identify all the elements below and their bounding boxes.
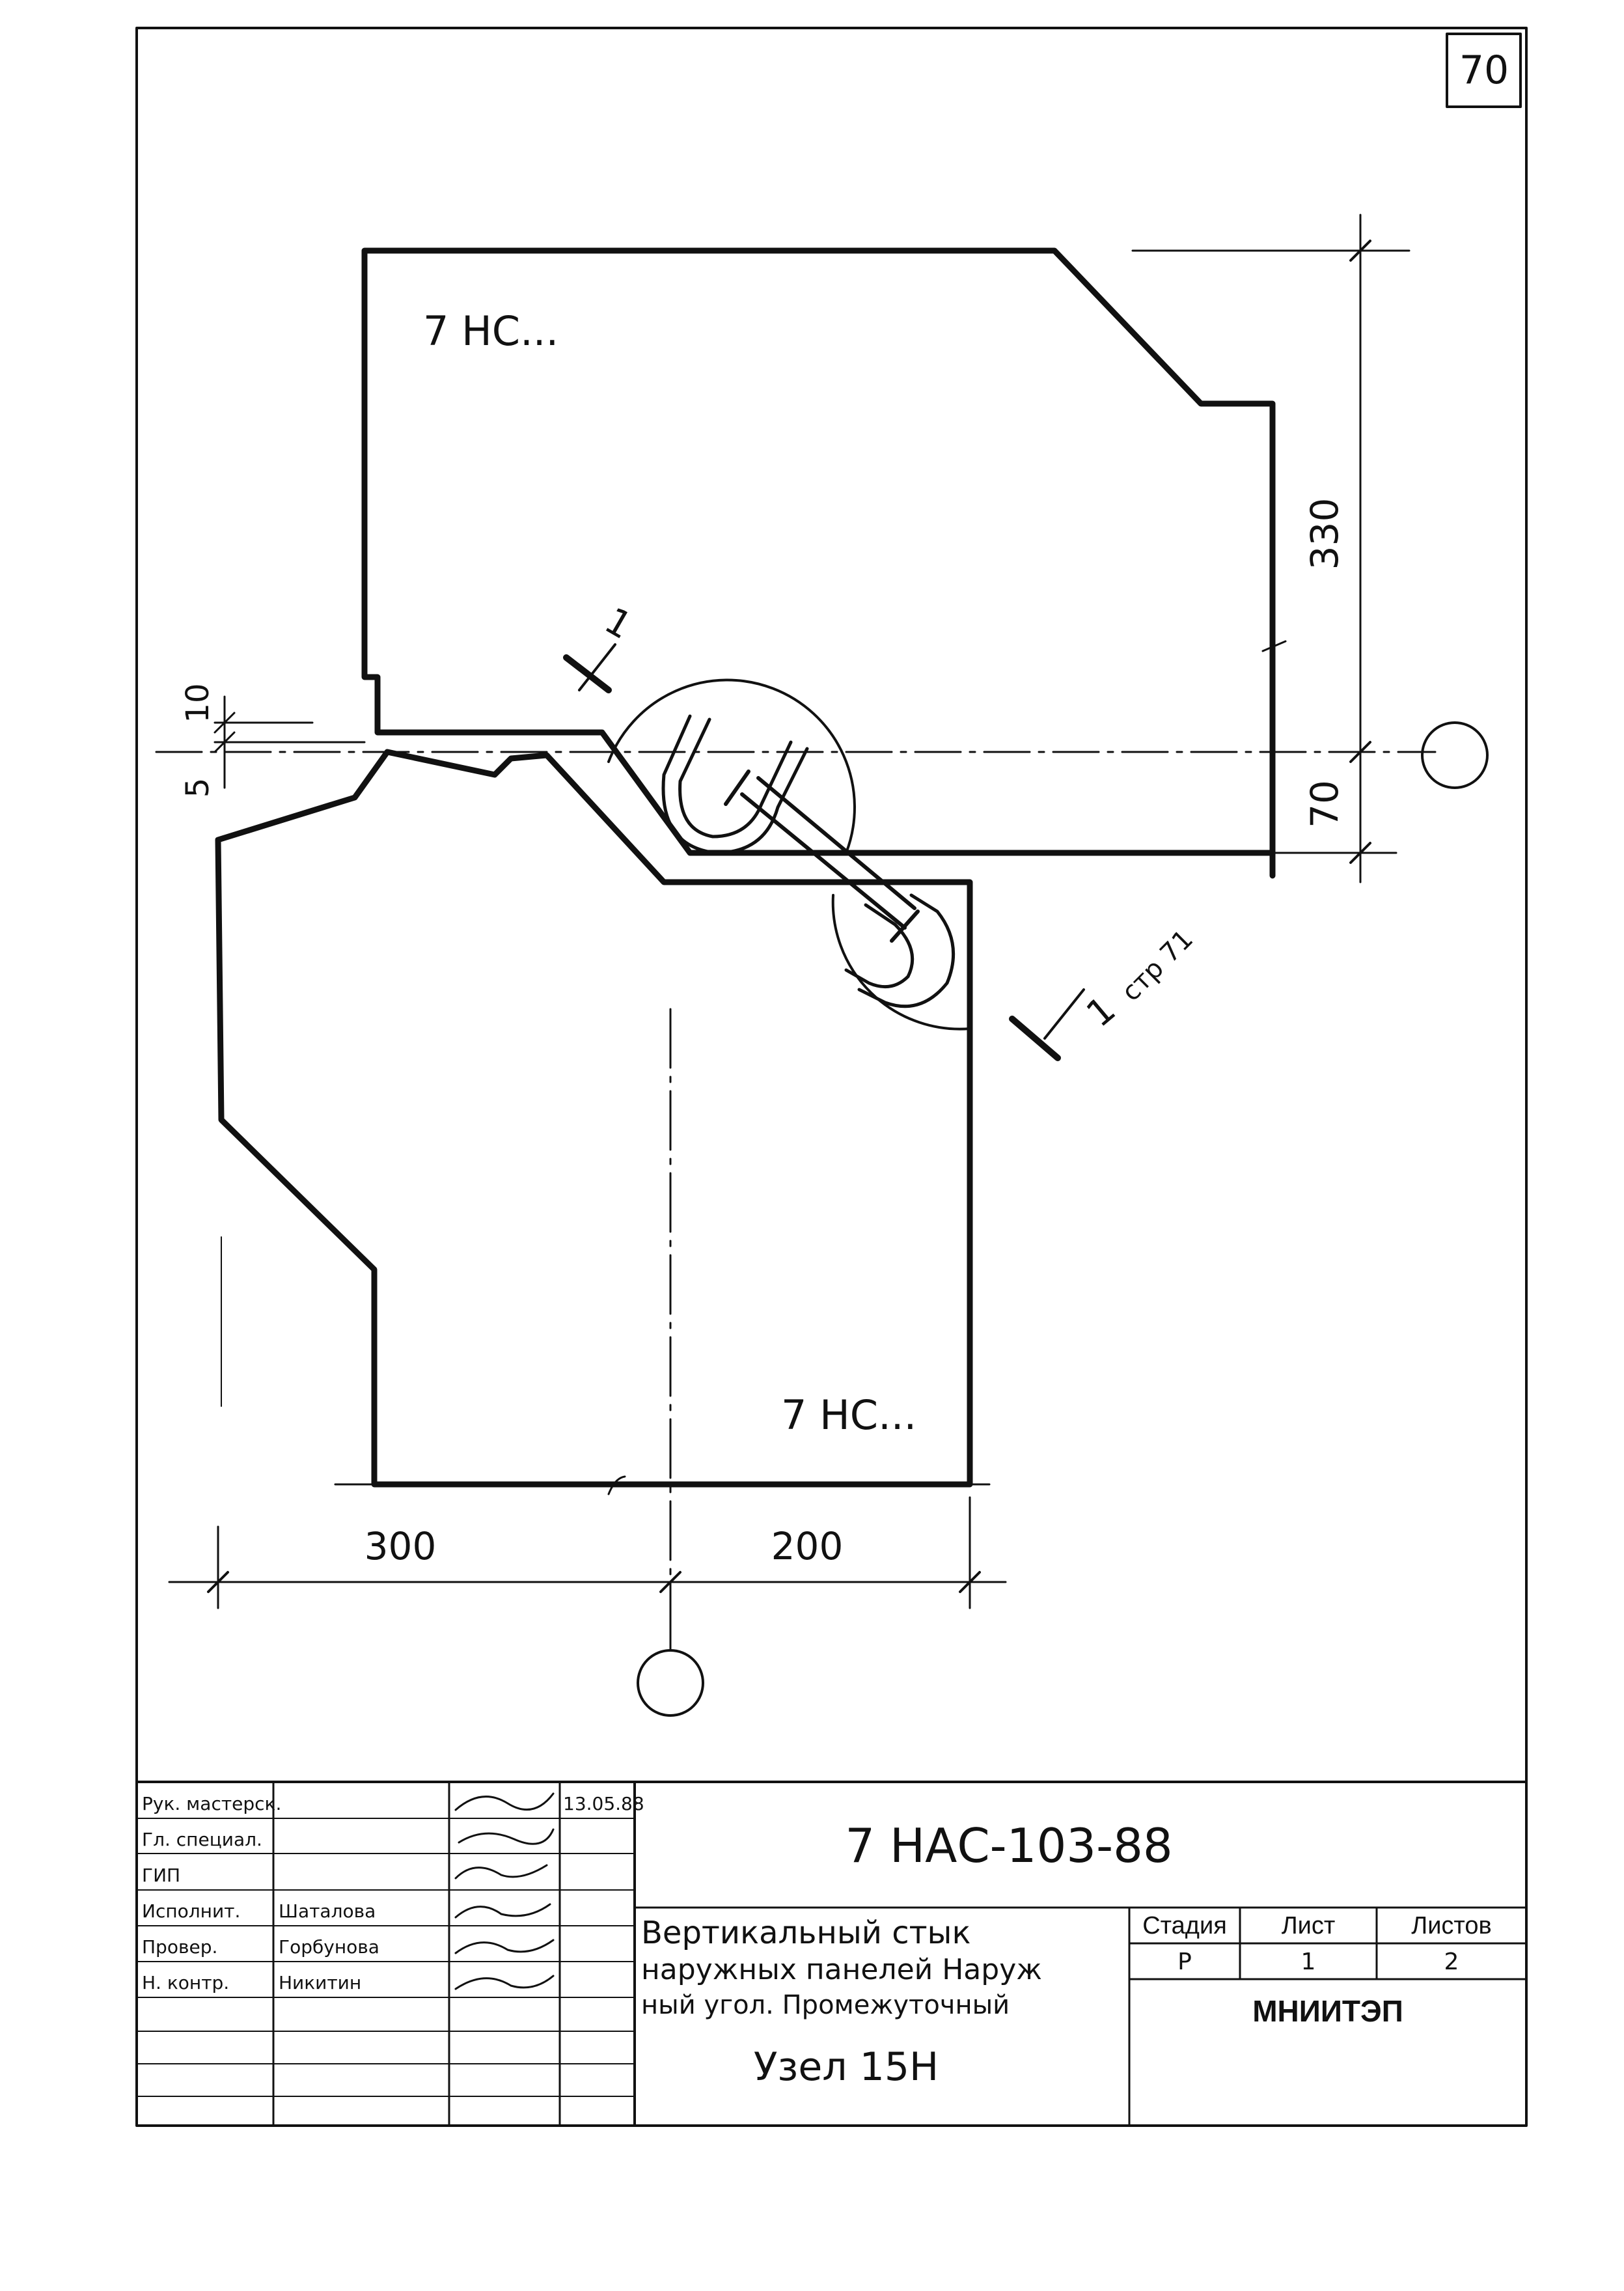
role-4: Провер. bbox=[142, 1936, 217, 1958]
title-block: Рук. мастерск. Гл. специал. ГИП Исполнит… bbox=[135, 1781, 1528, 2127]
upper-panel-label: 7 НС... bbox=[423, 307, 558, 355]
sheet-number-box: 70 bbox=[1446, 33, 1522, 108]
joint-detail-lower bbox=[831, 894, 971, 1031]
lower-panel-label: 7 НС... bbox=[781, 1391, 916, 1439]
svg-text:стр 71: стр 71 bbox=[1116, 924, 1199, 1007]
svg-text:300: 300 bbox=[365, 1524, 437, 1568]
axis-marker-bottom bbox=[637, 1649, 704, 1717]
section-mark-upper: 1 bbox=[563, 600, 639, 693]
section-mark-lower: 1 стр 71 bbox=[1009, 924, 1199, 1061]
role-0: Рук. мастерск. bbox=[142, 1793, 281, 1814]
signatures bbox=[454, 1792, 555, 1990]
role-1: Гл. специал. bbox=[142, 1829, 262, 1850]
svg-text:70: 70 bbox=[1302, 780, 1347, 828]
axis-marker-right bbox=[1421, 721, 1489, 789]
name-5: Никитин bbox=[279, 1972, 361, 1993]
sheet-number: 70 bbox=[1459, 48, 1509, 93]
sheets-value: 2 bbox=[1444, 1949, 1459, 1975]
svg-text:1: 1 bbox=[1079, 988, 1123, 1036]
title-line-2: наружных панелей Наруж bbox=[641, 1953, 1042, 1986]
title-line-3: ный угол. Промежуточный bbox=[641, 1990, 1010, 2020]
sheets-header: Листов bbox=[1411, 1912, 1491, 1939]
svg-text:1: 1 bbox=[598, 600, 639, 648]
sheet-frame bbox=[135, 27, 1528, 2127]
svg-text:5: 5 bbox=[180, 778, 216, 798]
role-5: Н. контр. bbox=[142, 1972, 229, 1993]
dimension-left: 10 5 bbox=[180, 683, 366, 798]
upper-panel-outline bbox=[361, 247, 1276, 879]
svg-text:10: 10 bbox=[180, 683, 216, 723]
sheet-header: Лист bbox=[1282, 1912, 1336, 1939]
title-line-1: Вертикальный стык bbox=[641, 1915, 970, 1951]
node-label: Узел 15Н bbox=[754, 2044, 939, 2090]
lower-panel-outline bbox=[215, 749, 973, 1488]
name-4: Горбунова bbox=[279, 1936, 379, 1958]
document-code: 7 НАС-103-88 bbox=[845, 1818, 1172, 1873]
joint-detail-upper bbox=[607, 678, 856, 854]
stage-header: Стадия bbox=[1142, 1912, 1227, 1939]
dimension-right: 330 70 bbox=[1271, 214, 1397, 883]
name-3: Шаталова bbox=[279, 1900, 376, 1922]
organization: МНИИТЭП bbox=[1252, 1994, 1403, 2028]
date-stamp: 13.05.88 bbox=[563, 1793, 644, 1814]
stage-value: Р bbox=[1177, 1949, 1192, 1975]
svg-text:330: 330 bbox=[1302, 498, 1347, 570]
sheet-value: 1 bbox=[1301, 1949, 1316, 1975]
dimension-bottom: 300 200 bbox=[168, 1496, 1007, 1609]
tie-rod bbox=[740, 776, 916, 930]
svg-text:200: 200 bbox=[771, 1524, 844, 1568]
role-3: Исполнит. bbox=[142, 1900, 240, 1922]
role-2: ГИП bbox=[142, 1865, 180, 1886]
